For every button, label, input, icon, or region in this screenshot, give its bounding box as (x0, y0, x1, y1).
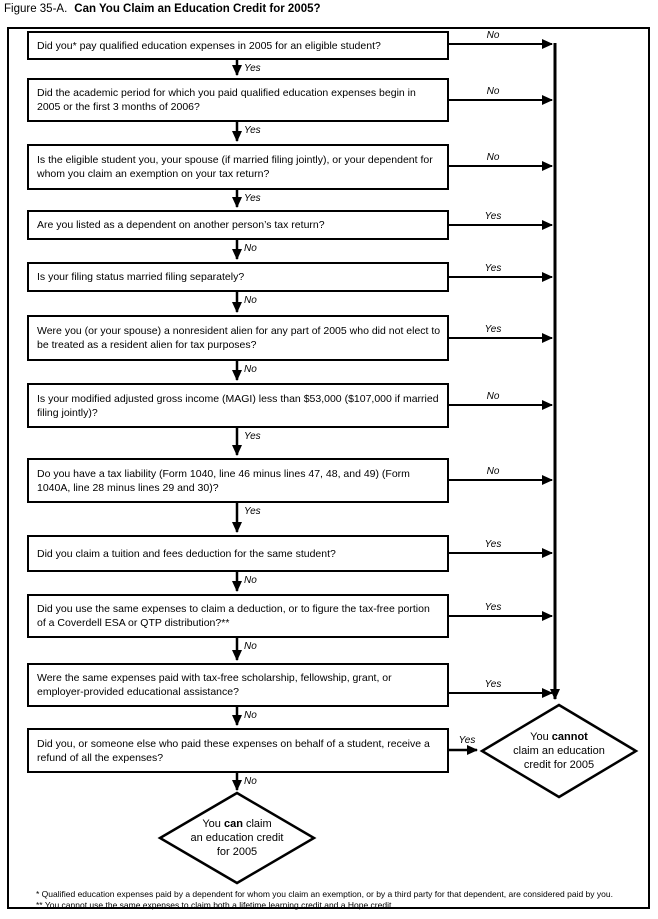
result-cannot-bold: cannot (551, 731, 588, 743)
question-box-5: Is your filing status married filing sep… (27, 262, 449, 292)
side-branch-label-10: Yes (484, 602, 502, 613)
footnote-1: * Qualified education expenses paid by a… (36, 889, 613, 899)
question-text: Are you listed as a dependent on another… (37, 219, 325, 231)
result-can-text: You can claim an education credit for 20… (162, 817, 312, 859)
down-branch-label-1: Yes (244, 63, 261, 74)
result-can-post: claim (242, 818, 272, 830)
side-branch-label-9: Yes (484, 539, 502, 550)
down-branch-label-2: Yes (244, 125, 261, 136)
question-box-10: Did you use the same expenses to claim a… (27, 594, 449, 638)
down-branch-label-5: No (244, 295, 257, 306)
down-branch-label-9: No (244, 575, 257, 586)
question-text: Were the same expenses paid with tax-fre… (37, 672, 392, 698)
side-branch-label-12: Yes (458, 735, 476, 746)
figure-number: Figure 35-A. (4, 3, 68, 15)
side-branch-label-5: Yes (484, 263, 502, 274)
side-branch-label-7: No (486, 391, 500, 402)
figure-heading: Can You Claim an Education Credit for 20… (74, 3, 321, 15)
down-branch-label-7: Yes (244, 431, 261, 442)
question-text: Did you claim a tuition and fees deducti… (37, 547, 336, 560)
down-branch-label-4: No (244, 243, 257, 254)
chart-border (7, 27, 650, 909)
side-branch-label-8: No (486, 466, 500, 477)
question-box-9: Did you claim a tuition and fees deducti… (27, 535, 449, 572)
side-branch-label-6: Yes (484, 324, 502, 335)
side-branch-label-11: Yes (484, 679, 502, 690)
cannot-claim-diamond (479, 703, 639, 799)
side-branch-label-1: No (486, 30, 500, 41)
side-branch-label-3: No (486, 152, 500, 163)
question-text: Is the eligible student you, your spouse… (37, 154, 433, 180)
result-can-line2: an education credit (190, 832, 284, 844)
down-branch-label-8: Yes (244, 506, 261, 517)
result-cannot-pre: You (530, 731, 552, 743)
question-box-11: Were the same expenses paid with tax-fre… (27, 663, 449, 707)
question-text: Did you, or someone else who paid these … (37, 737, 430, 764)
figure-title: Figure 35-A. Can You Claim an Education C… (4, 3, 321, 15)
question-box-3: Is the eligible student you, your spouse… (27, 144, 449, 190)
question-text: Do you have a tax liability (Form 1040, … (37, 467, 410, 494)
question-box-8: Do you have a tax liability (Form 1040, … (27, 458, 449, 503)
question-text: Did you* pay qualified education expense… (37, 39, 381, 52)
down-branch-label-6: No (244, 364, 257, 375)
down-branch-label-12: No (244, 776, 257, 787)
can-claim-diamond (157, 791, 317, 885)
result-can-pre: You (202, 818, 224, 830)
result-can-line1: You can claim (162, 817, 312, 831)
question-text: Did you use the same expenses to claim a… (37, 603, 430, 629)
result-can-bold: can (223, 818, 243, 830)
question-box-1: Did you* pay qualified education expense… (27, 31, 449, 60)
down-branch-label-3: Yes (244, 193, 261, 204)
question-text: Did the academic period for which you pa… (37, 87, 416, 113)
question-box-6: Were you (or your spouse) a nonresident … (27, 315, 449, 361)
question-text: Is your filing status married filing sep… (37, 271, 245, 283)
question-box-12: Did you, or someone else who paid these … (27, 728, 449, 773)
result-cannot-line2: claim an education (513, 745, 605, 757)
result-cannot-line1: You cannot (484, 730, 634, 744)
question-box-4: Are you listed as a dependent on another… (27, 210, 449, 240)
question-text: Were you (or your spouse) a nonresident … (37, 325, 441, 351)
question-box-7: Is your modified adjusted gross income (… (27, 383, 449, 428)
down-branch-label-10: No (244, 641, 257, 652)
side-branch-label-4: Yes (484, 211, 502, 222)
question-box-2: Did the academic period for which you pa… (27, 78, 449, 122)
result-can-line3: for 2005 (216, 846, 258, 858)
result-cannot-text: You cannot claim an education credit for… (484, 730, 634, 772)
side-branch-label-2: No (486, 86, 500, 97)
footnote-2: ** You cannot use the same expenses to c… (36, 900, 394, 910)
down-branch-label-11: No (244, 710, 257, 721)
result-cannot-line3: credit for 2005 (523, 759, 595, 771)
question-text: Is your modified adjusted gross income (… (37, 392, 439, 419)
